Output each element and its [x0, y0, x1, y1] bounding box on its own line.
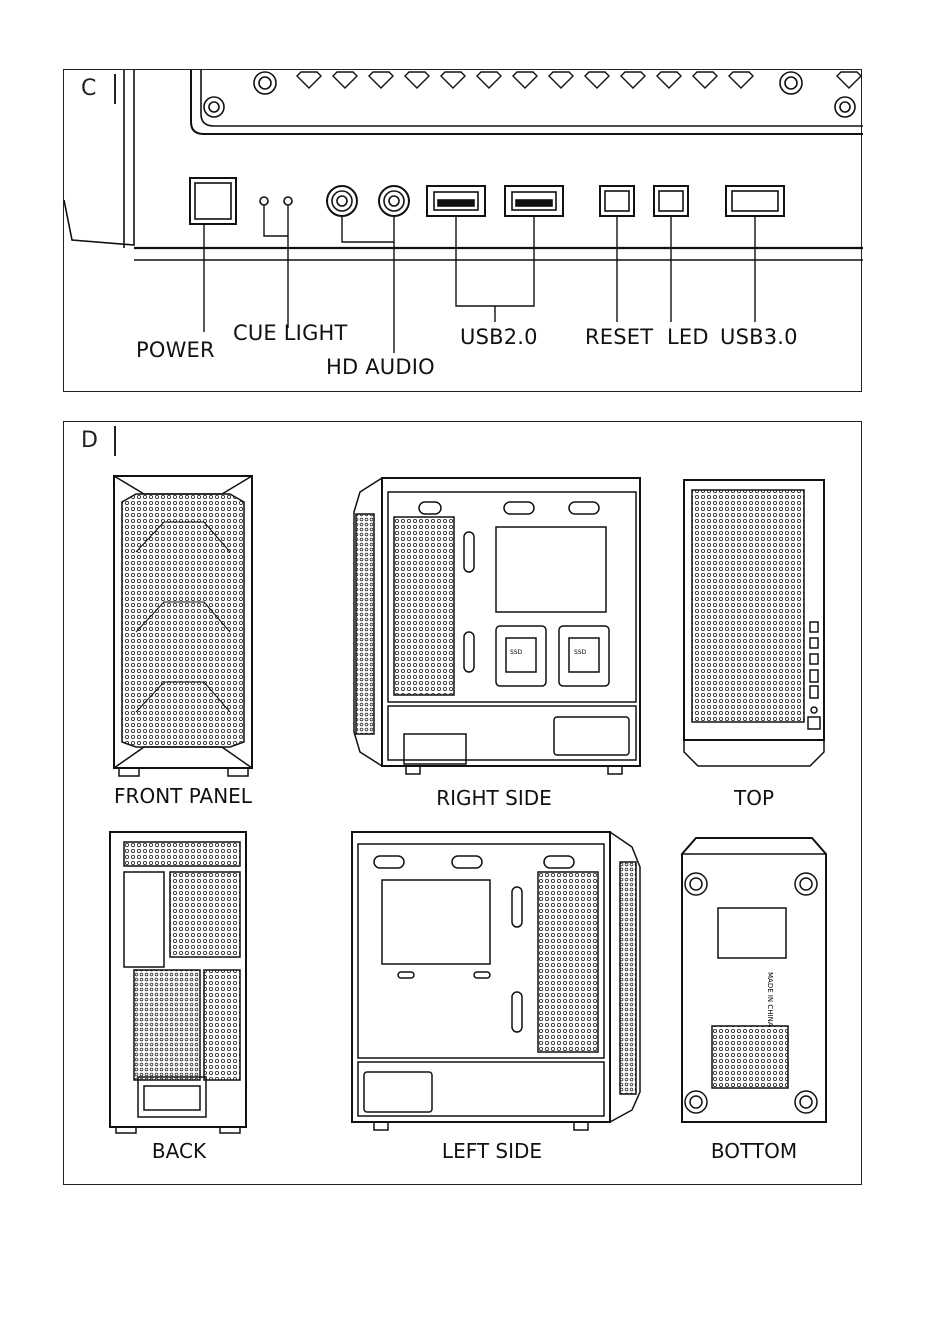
label-usb2: USB2.0 — [460, 325, 538, 349]
diamond-shape — [405, 72, 429, 88]
label-hd-audio: HD AUDIO — [326, 355, 435, 379]
label-reset: RESET — [585, 325, 653, 349]
usb3-port-icon — [726, 186, 784, 216]
diamond-shape — [837, 72, 861, 88]
label-top: TOP — [654, 786, 854, 810]
ssd-label: SSD — [510, 649, 522, 656]
diamond-shape — [693, 72, 717, 88]
power-button-icon — [190, 178, 236, 224]
made-in-label: MADE IN CHINA — [766, 972, 774, 1027]
diamond-shape — [657, 72, 681, 88]
led-button-icon — [654, 186, 688, 216]
diamond-shape — [513, 72, 537, 88]
diamond-pattern — [297, 72, 861, 88]
left-side-view — [352, 832, 640, 1130]
label-usb3: USB3.0 — [720, 325, 798, 349]
right-side-view — [354, 478, 640, 774]
diamond-shape — [549, 72, 573, 88]
reset-button-icon — [600, 186, 634, 216]
label-back: BACK — [79, 1139, 279, 1163]
io-panel-diagram: C — [63, 69, 862, 392]
audio-jack-icon — [327, 186, 409, 216]
label-bottom: BOTTOM — [654, 1139, 854, 1163]
diamond-shape — [477, 72, 501, 88]
label-led: LED — [667, 325, 709, 349]
label-power: POWER — [136, 338, 215, 362]
case-views-diagram: D — [63, 421, 862, 1185]
diamond-shape — [369, 72, 393, 88]
diamond-shape — [729, 72, 753, 88]
label-right-side: RIGHT SIDE — [394, 786, 594, 810]
diamond-shape — [585, 72, 609, 88]
label-front-panel: FRONT PANEL — [83, 784, 283, 808]
screw-icon — [204, 72, 855, 117]
ssd-label: SSD — [574, 649, 586, 656]
top-view — [684, 480, 824, 766]
bottom-view — [682, 838, 826, 1122]
label-cue-light: CUE LIGHT — [233, 321, 348, 345]
cue-light-icon — [260, 197, 292, 205]
diamond-shape — [621, 72, 645, 88]
diamond-shape — [441, 72, 465, 88]
label-left-side: LEFT SIDE — [392, 1139, 592, 1163]
diamond-shape — [297, 72, 321, 88]
diamond-shape — [333, 72, 357, 88]
front-panel-view — [114, 476, 252, 776]
back-view — [110, 832, 246, 1133]
usb2-port-icon — [427, 186, 563, 216]
